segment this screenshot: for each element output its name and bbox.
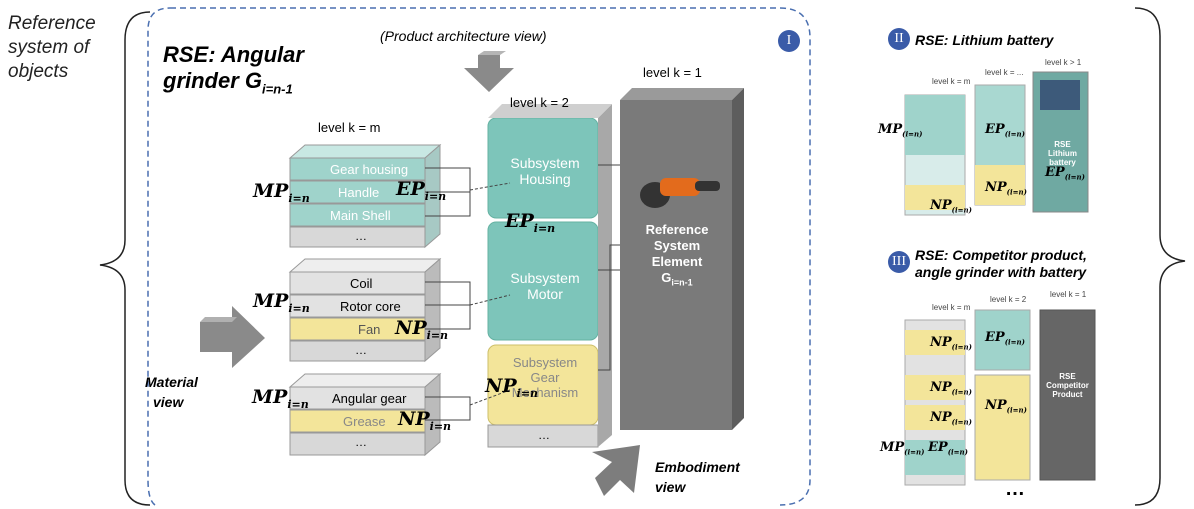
panel2-title: RSE: Lithium battery — [915, 32, 1054, 48]
architecture-view-label: (Product architecture view) — [380, 28, 547, 44]
ep-label: EP(i=n) — [985, 122, 1025, 139]
title-line: grinder Gi=n-1 — [163, 68, 293, 97]
box-label: Rotor core — [340, 299, 401, 314]
np-label: NP(i=n) — [985, 180, 1027, 197]
ep-label: EP(i=n) — [985, 330, 1025, 347]
mp-label: MP(i=n) — [880, 440, 925, 457]
title-line: Reference — [8, 13, 96, 34]
panel-numeral-iii: III — [888, 251, 910, 273]
box-label: Handle — [338, 185, 380, 200]
title-line: objects — [8, 61, 69, 82]
ep-label: EP(i=n) — [928, 440, 968, 457]
ep-label: EP(i=n) — [1045, 165, 1085, 182]
title-line: RSE: Angular — [163, 42, 304, 67]
panel3-title: RSE: Competitor product,angle grinder wi… — [915, 247, 1087, 280]
mp-label: MPi=n — [253, 180, 310, 205]
ep-label: EPi=n — [505, 210, 556, 235]
embodiment-view-line: Embodiment — [655, 459, 740, 475]
box-label: Gear housing — [330, 162, 409, 177]
box-label: Main Shell — [330, 208, 391, 223]
embodiment-view-arrow — [592, 445, 640, 496]
panel-numeral-ii: II — [888, 28, 910, 50]
box-label: … — [355, 229, 367, 243]
np-label: NPi=n — [398, 408, 452, 433]
panel3-level-label: level k = 2 — [990, 295, 1027, 304]
subsystem-column — [487, 104, 612, 448]
np-label: NPi=n — [485, 375, 539, 400]
material-view-line: view — [153, 394, 184, 410]
box-label: Coil — [350, 276, 373, 291]
architecture-view-arrow — [464, 51, 514, 92]
panel3-level-label: level k = m — [932, 303, 971, 312]
box-label: Grease — [343, 414, 386, 429]
panel3-level-label: level k = 1 — [1050, 290, 1087, 299]
embodiment-view-line: view — [655, 479, 686, 495]
panel2-diagram — [904, 71, 1089, 216]
panel2-level-label: level k = m — [932, 77, 971, 86]
reference-system-title: Reference system of objects — [8, 12, 96, 84]
panel3-diagram — [904, 309, 1096, 486]
title-line: system of — [8, 37, 90, 58]
material-view-arrow — [200, 306, 265, 368]
material-view-label: Material view — [145, 372, 198, 412]
left-brace — [99, 11, 151, 506]
ep-label: EPi=n — [396, 178, 447, 203]
group2-boxes — [288, 257, 442, 363]
box-label: … — [355, 343, 367, 357]
np-label: NP(i=n) — [930, 380, 972, 397]
np-label: NP(i=n) — [930, 198, 972, 215]
box-label: Fan — [358, 322, 381, 337]
group3-boxes — [288, 372, 442, 457]
np-label: NP(i=n) — [930, 335, 972, 352]
box-label: Angular gear — [332, 391, 407, 406]
more-ellipsis: … — [1005, 478, 1025, 500]
level-1-label: level k = 1 — [643, 65, 702, 80]
np-label: NP(i=n) — [985, 398, 1027, 415]
panel-numeral-i: I — [778, 30, 800, 52]
np-label: NP(i=n) — [930, 410, 972, 427]
box-label: … — [355, 435, 367, 449]
right-brace — [1134, 7, 1186, 506]
connector-lines — [425, 164, 620, 421]
rse-column — [620, 88, 744, 430]
main-panel-title: RSE: Angular grinder Gi=n-1 — [163, 42, 304, 102]
mp-label: MPi=n — [253, 290, 310, 315]
mp-label: MPi=n — [252, 386, 309, 411]
panel-dashed-border — [147, 7, 811, 506]
subsystem-dots: … — [538, 428, 550, 442]
level-m-label: level k = m — [318, 120, 381, 135]
embodiment-view-label: Embodiment view — [655, 457, 740, 497]
group1-boxes — [288, 143, 442, 249]
material-view-line: Material — [145, 374, 198, 390]
panel2-level-label: level k = ... — [985, 68, 1024, 77]
mp-label: MP(i=n) — [878, 122, 923, 139]
level-2-label: level k = 2 — [510, 95, 569, 110]
panel2-level-label: level k > 1 — [1045, 58, 1082, 67]
angle-grinder-icon — [640, 178, 720, 208]
np-label: NPi=n — [395, 317, 449, 342]
